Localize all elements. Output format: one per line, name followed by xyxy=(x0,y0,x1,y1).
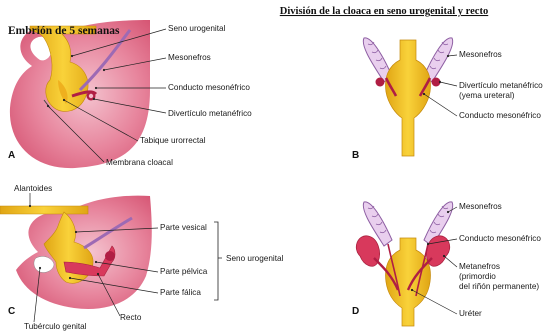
panel-a: Embrión de 5 semanas A Seno urogenital M… xyxy=(8,20,252,168)
embryo-age-label: Embrión de 5 semanas xyxy=(8,25,120,37)
label-conducto-d: Conducto mesonéfrico xyxy=(459,234,541,243)
panel-letter-a: A xyxy=(8,150,15,161)
label-diverticulo-b-2: (yema ureteral) xyxy=(459,91,515,100)
panel-letter-b: B xyxy=(352,150,359,161)
label-ureter-d: Uréter xyxy=(459,309,482,318)
label-tabique-a: Tabique urorrectal xyxy=(140,136,206,145)
panel-b: B Mesonefros Divertículo metanéfrico (ye… xyxy=(352,38,543,161)
metanephros-c xyxy=(105,251,115,261)
label-seno-c: Seno urogenital xyxy=(226,254,284,263)
label-diverticulo-b-1: Divertículo metanéfrico xyxy=(459,81,543,90)
label-mesonefros-d: Mesonefros xyxy=(459,202,502,211)
urogenital-sinus-d xyxy=(386,238,431,326)
figure-title: División de la cloaca en seno urogenital… xyxy=(280,6,488,17)
panel-letter-c: C xyxy=(8,306,15,317)
label-falica-c: Parte fálica xyxy=(160,288,201,297)
label-pelvica-c: Parte pélvica xyxy=(160,267,208,276)
label-metanefros-d-1: Metanefros xyxy=(459,262,500,271)
label-recto-c: Recto xyxy=(120,313,142,322)
urogenital-sinus-b xyxy=(386,40,431,156)
ureteric-bud-left-b xyxy=(376,78,385,87)
panel-c: C Alantoides Parte vesical Parte pélvica… xyxy=(0,184,284,331)
panel-d: D Mesonefros Conducto mesonéfrico Metane… xyxy=(352,202,541,326)
label-vesical-c: Parte vesical xyxy=(160,223,207,232)
label-conducto-a: Conducto mesonéfrico xyxy=(168,83,250,92)
panel-letter-d: D xyxy=(352,306,359,317)
label-mesonefros-a: Mesonefros xyxy=(168,53,211,62)
label-diverticulo-a: Divertículo metanéfrico xyxy=(168,109,252,118)
label-alantoides-c: Alantoides xyxy=(14,184,52,193)
label-tuberculo-c: Tubérculo genital xyxy=(24,322,87,331)
label-membrana-a: Membrana cloacal xyxy=(106,158,173,167)
label-mesonefros-b: Mesonefros xyxy=(459,50,502,59)
label-metanefros-d-2: (primordio xyxy=(459,272,496,281)
allantois-c xyxy=(0,206,88,214)
diverticulum-lumen-a xyxy=(89,94,93,98)
label-seno-a: Seno urogenital xyxy=(168,24,226,33)
label-conducto-b: Conducto mesonéfrico xyxy=(459,111,541,120)
label-metanefros-d-3: del riñón permanente) xyxy=(459,282,539,291)
bracket-seno-c xyxy=(214,222,222,300)
